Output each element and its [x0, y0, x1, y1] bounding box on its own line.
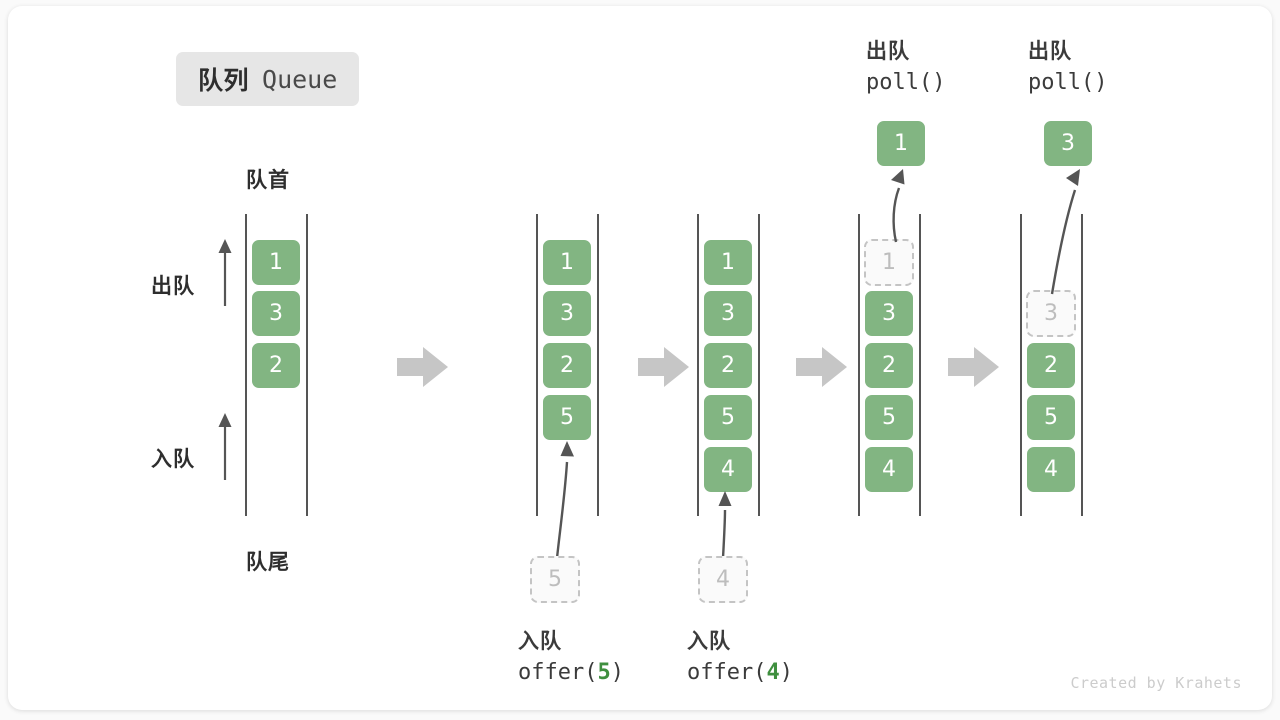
queue-cell[interactable]: 5 [1026, 394, 1076, 441]
incoming-ghost-cell[interactable]: 4 [698, 556, 748, 603]
caption-line1: 出队 [866, 40, 910, 63]
dequeue-up-arrow-icon [218, 239, 232, 306]
dequeue-curve-arrow-icon [891, 169, 905, 243]
rail-right [597, 214, 599, 516]
title-badge: 队列 Queue [176, 52, 360, 106]
caption-line1: 入队 [518, 630, 562, 653]
rail-right [919, 214, 921, 516]
queue-cell[interactable]: 2 [1026, 342, 1076, 389]
queue-cell[interactable]: 1 [251, 239, 301, 286]
ejected-cell[interactable]: 3 [1043, 120, 1093, 167]
queue-column-2: 1 3 2 5 4 [697, 214, 760, 516]
caption-offer-4: 入队 offer(4) [687, 626, 793, 690]
caption-offer-5: 入队 offer(5) [518, 626, 624, 690]
rail-left [1020, 214, 1022, 516]
flow-arrow-icon [796, 347, 847, 387]
queue-cell[interactable]: 1 [703, 239, 753, 286]
rail-right [758, 214, 760, 516]
queue-column-1: 1 3 2 5 [536, 214, 599, 516]
queue-cell-ghost[interactable]: 1 [864, 239, 914, 286]
caption-poll-1: 出队 poll() [866, 36, 945, 100]
queue-cell[interactable]: 3 [542, 290, 592, 337]
queue-cell[interactable]: 4 [703, 446, 753, 493]
queue-cell[interactable]: 5 [703, 394, 753, 441]
fn-pre: offer( [687, 660, 767, 686]
enqueue-curve-arrow-icon [718, 491, 732, 559]
flow-arrow-icon [638, 347, 689, 387]
ejected-cell[interactable]: 1 [876, 120, 926, 167]
queue-cell[interactable]: 4 [864, 446, 914, 493]
fn-post: ) [779, 660, 793, 686]
queue-tail-label: 队尾 [246, 551, 290, 574]
flow-arrow-icon [948, 347, 999, 387]
caption-line1: 入队 [687, 630, 731, 653]
queue-cell[interactable]: 3 [864, 290, 914, 337]
queue-head-label: 队首 [246, 169, 290, 192]
caption-line2: poll() [1028, 70, 1108, 96]
fn-arg: 4 [766, 660, 780, 686]
watermark: Created by Krahets [1070, 674, 1242, 692]
queue-cell[interactable]: 5 [542, 394, 592, 441]
rail-left [245, 214, 247, 516]
title-en: Queue [262, 64, 338, 94]
caption-poll-2: 出队 poll() [1028, 36, 1107, 100]
queue-cell[interactable]: 5 [864, 394, 914, 441]
queue-cell[interactable]: 2 [542, 342, 592, 389]
queue-cell[interactable]: 3 [251, 290, 301, 337]
enqueue-label: 入队 [151, 448, 195, 471]
queue-cell[interactable]: 4 [1026, 446, 1076, 493]
title-cn: 队列 [198, 67, 250, 95]
queue-cell[interactable]: 2 [251, 342, 301, 389]
queue-column-0: 1 3 2 [245, 214, 308, 516]
fn-pre: offer( [518, 660, 598, 686]
flow-arrow-icon [397, 347, 448, 387]
incoming-ghost-cell[interactable]: 5 [530, 556, 580, 603]
rail-left [858, 214, 860, 516]
enqueue-up-arrow-icon [218, 413, 232, 480]
fn-post: ) [610, 660, 624, 686]
caption-line2: offer(5) [518, 657, 624, 690]
enqueue-curve-arrow-icon [555, 441, 574, 559]
queue-cell[interactable]: 3 [703, 290, 753, 337]
caption-line1: 出队 [1028, 40, 1072, 63]
rail-left [697, 214, 699, 516]
dequeue-label: 出队 [151, 275, 195, 298]
dequeue-curve-arrow-icon [1050, 169, 1080, 295]
diagram-card: 队列 Queue 队首 队尾 出队 入队 1 3 2 1 3 2 5 5 [8, 6, 1272, 710]
caption-line2: offer(4) [687, 657, 793, 690]
caption-line2: poll() [866, 70, 946, 96]
queue-column-4: 3 2 5 4 [1020, 214, 1083, 516]
queue-cell[interactable]: 2 [703, 342, 753, 389]
rail-right [1081, 214, 1083, 516]
fn-arg: 5 [597, 660, 611, 686]
queue-column-3: 1 3 2 5 4 [858, 214, 921, 516]
queue-cell[interactable]: 2 [864, 342, 914, 389]
queue-cell[interactable]: 1 [542, 239, 592, 286]
rail-left [536, 214, 538, 516]
queue-cell-ghost[interactable]: 3 [1026, 290, 1076, 337]
rail-right [306, 214, 308, 516]
